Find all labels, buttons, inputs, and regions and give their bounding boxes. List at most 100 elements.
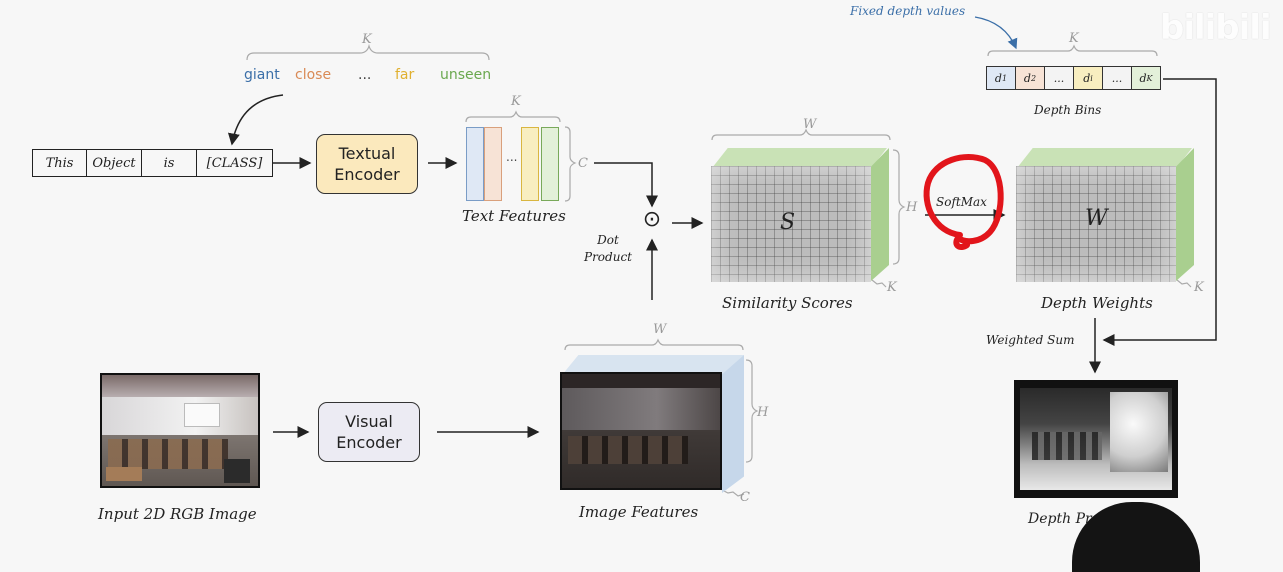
token-this: This bbox=[33, 150, 87, 176]
depth-prediction-image bbox=[1014, 380, 1178, 498]
fixed-depth-label: Fixed depth values bbox=[850, 4, 966, 18]
room-ceiling bbox=[102, 375, 258, 397]
depth-prediction-label: Depth Pr bbox=[1028, 511, 1092, 527]
diagram: K giant close... far unseen This Object is … bbox=[32, 4, 1272, 572]
imgfeat-desks bbox=[568, 436, 688, 464]
visual-encoder-label: Visual Encoder bbox=[336, 412, 402, 452]
fixed-depth-arrow bbox=[974, 16, 1018, 50]
room-chair bbox=[224, 459, 250, 483]
sim-brace-k bbox=[871, 279, 887, 288]
depth-bin-base: d bbox=[1139, 71, 1147, 85]
room-desk-front bbox=[106, 467, 142, 481]
sim-brace-w bbox=[711, 128, 891, 141]
room-board bbox=[184, 403, 220, 427]
depth-bin-base: d bbox=[1023, 71, 1031, 85]
depth-bins-label: Depth Bins bbox=[1034, 103, 1102, 117]
depth-bin-base: ... bbox=[1111, 71, 1123, 85]
text-features-c: C bbox=[578, 156, 588, 171]
class-word: giant bbox=[244, 67, 280, 83]
imgfeat-side-face bbox=[722, 355, 744, 493]
depth-bin: ... bbox=[1045, 67, 1074, 89]
similarity-symbol: S bbox=[780, 210, 796, 235]
depth-bin-sub: i bbox=[1090, 73, 1093, 83]
visual-encoder: Visual Encoder bbox=[318, 402, 420, 462]
imgfeat-front-face bbox=[560, 372, 722, 490]
textfeat-brace-k bbox=[465, 110, 561, 123]
textual-encoder-label: Textual Encoder bbox=[334, 144, 400, 184]
depth-bin-sub: 2 bbox=[1030, 73, 1037, 83]
depth-bin-base: d bbox=[1083, 71, 1091, 85]
softmax-annotation bbox=[923, 154, 1004, 250]
class-word: ... bbox=[358, 67, 372, 83]
feature-bar-4 bbox=[541, 127, 559, 201]
similarity-top-face bbox=[712, 148, 887, 168]
weights-k: K bbox=[1194, 280, 1204, 295]
top-k-label: K bbox=[362, 32, 372, 47]
text-features-k: K bbox=[511, 94, 521, 109]
room-desks bbox=[108, 439, 228, 469]
softmax-label: SoftMax bbox=[936, 195, 987, 209]
dot-product-label: Dot Product bbox=[584, 233, 632, 264]
similarity-w: W bbox=[803, 117, 817, 132]
prompt-tokens: This Object is [CLASS] bbox=[32, 149, 273, 177]
words-to-class-arrow bbox=[227, 94, 284, 146]
token-object: Object bbox=[87, 150, 142, 176]
image-features-label: Image Features bbox=[579, 503, 699, 521]
depth-bin-base: ... bbox=[1053, 71, 1065, 85]
watermark-logo: bilibili bbox=[1160, 8, 1272, 48]
imgfeat-top-face bbox=[562, 355, 744, 375]
class-word: unseen bbox=[440, 67, 492, 83]
weights-brace-k bbox=[1176, 279, 1192, 288]
weighted-sum-label: Weighted Sum bbox=[986, 333, 1075, 347]
textfeat-brace-c bbox=[564, 126, 577, 202]
similarity-front-face bbox=[711, 166, 871, 282]
room-wall bbox=[102, 397, 258, 435]
depth-bin-base: d bbox=[994, 71, 1002, 85]
depth-bin-sub: K bbox=[1146, 73, 1153, 83]
feature-bar-3 bbox=[521, 127, 539, 201]
depth-weights-label: Depth Weights bbox=[1041, 294, 1153, 312]
similarity-k: K bbox=[887, 280, 897, 295]
imgfeat-brace-c bbox=[721, 489, 745, 497]
input-image-label: Input 2D RGB Image bbox=[98, 505, 257, 523]
weights-side-face bbox=[1176, 148, 1194, 281]
dot-product-symbol: ⊙ bbox=[642, 207, 662, 232]
bins-k: K bbox=[1069, 31, 1079, 46]
imgfeat-brace-w bbox=[564, 338, 744, 351]
feature-bar-1 bbox=[466, 127, 484, 201]
imgfeat-h: H bbox=[757, 405, 769, 420]
depth-bin-sub: 1 bbox=[1001, 73, 1008, 83]
connectors bbox=[227, 16, 1217, 497]
weights-top-face bbox=[1017, 148, 1192, 168]
weights-symbol: W bbox=[1085, 206, 1108, 231]
text-features-label: Text Features bbox=[462, 207, 566, 225]
token-is: is bbox=[142, 150, 197, 176]
depth-map-furniture bbox=[1032, 432, 1102, 460]
textual-encoder: Textual Encoder bbox=[316, 134, 418, 194]
imgfeat-c: C bbox=[740, 490, 750, 505]
similarity-side-face bbox=[871, 148, 889, 281]
top-brace bbox=[246, 43, 490, 61]
similarity-label: Similarity Scores bbox=[722, 294, 853, 312]
feature-dots: ... bbox=[506, 150, 518, 164]
class-word: far bbox=[395, 67, 415, 83]
bins-brace bbox=[987, 44, 1158, 57]
textfeat-to-dot bbox=[594, 162, 658, 208]
weights-front-face bbox=[1016, 166, 1176, 282]
similarity-h: H bbox=[906, 200, 918, 215]
class-word: close bbox=[295, 67, 332, 83]
bins-to-sum bbox=[1102, 78, 1217, 346]
feature-bar-2 bbox=[484, 127, 502, 201]
token-class: [CLASS] bbox=[206, 155, 263, 171]
imgfeat-w: W bbox=[653, 322, 667, 337]
sim-brace-h bbox=[892, 149, 906, 265]
depth-bin: ... bbox=[1103, 67, 1132, 89]
imgfeat-wall bbox=[562, 388, 720, 430]
input-rgb-image bbox=[100, 373, 260, 488]
imgfeat-brace-h bbox=[745, 359, 759, 463]
